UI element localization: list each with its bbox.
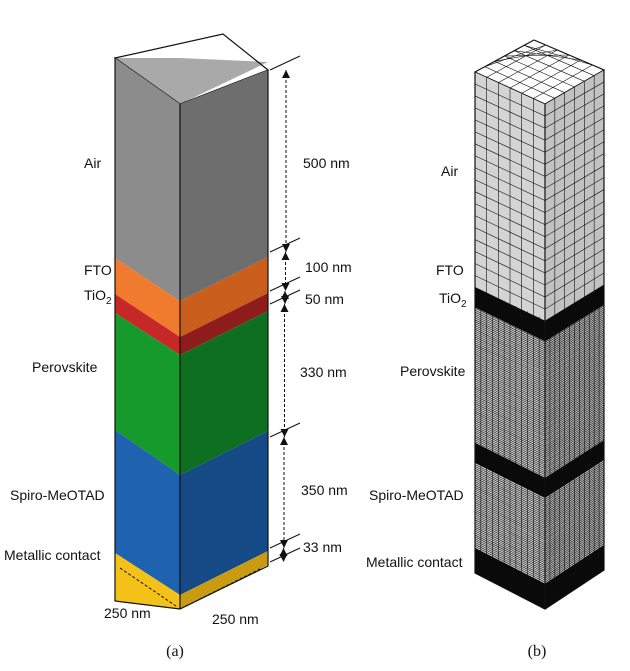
layer-front-air [115, 58, 180, 301]
dimension-arrow-down [280, 540, 288, 548]
layer-side-air [180, 70, 268, 301]
mesh-label-air: Air [441, 163, 458, 179]
dimension-arrow-up [280, 304, 289, 312]
base-depth-label: 250 nm [212, 611, 259, 627]
dimension-arrow-down [281, 296, 289, 304]
mesh-label-perovskite: Perovskite [400, 363, 466, 379]
mesh-label-fto: FTO [436, 262, 464, 278]
dimension-arrow-down [279, 554, 288, 562]
thickness-label-metallic-contact: 33 nm [303, 539, 342, 555]
base-width-label: 250 nm [104, 605, 151, 621]
layer-label-metallic-contact: Metallic contact [4, 547, 101, 563]
thickness-label-tio2: 50 nm [305, 291, 344, 307]
layer-side-spiro-meotad [180, 431, 268, 595]
layer-front-perovskite [115, 313, 180, 475]
caption-b: (b) [528, 643, 547, 660]
mesh-dense-band [475, 545, 604, 609]
dimension-arrow-down [282, 244, 290, 252]
dimension-arrow-up [282, 70, 290, 78]
layer-label-perovskite: Perovskite [32, 359, 98, 375]
thickness-label-air: 500 nm [303, 155, 350, 171]
thickness-label-perovskite: 330 nm [300, 364, 347, 380]
base-width-dimension-line [119, 567, 177, 607]
dimension-arrow-up [280, 437, 288, 445]
layer-side-tio2 [180, 293, 268, 355]
layer-front-spiro-meotad [115, 430, 180, 595]
mesh-label-tio2: TiO2 [439, 290, 467, 310]
dimension-arrow-down [280, 429, 289, 437]
dimension-arrow-up [281, 252, 290, 260]
layer-label-tio2: TiO2 [84, 287, 112, 307]
layer-label-fto: FTO [84, 262, 112, 278]
layer-label-air: Air [84, 155, 101, 171]
mesh-dense-band [475, 440, 604, 498]
layer-side-fto [180, 257, 268, 337]
mesh-label-metallic-contact: Metallic contact [366, 554, 463, 570]
mesh-dense-band [475, 285, 604, 342]
layer-front-metallic-contact [115, 553, 180, 609]
caption-a: (a) [166, 643, 184, 660]
layer-side-metallic-contact [180, 551, 268, 609]
dimension-arrow-down [281, 283, 290, 291]
base-depth-dimension-line [185, 567, 263, 607]
layer-front-tio2 [115, 294, 180, 355]
air-top-face [115, 58, 268, 104]
thickness-label-spiro-meotad: 350 nm [301, 482, 348, 498]
layer-label-spiro-meotad: Spiro-MeOTAD [10, 487, 105, 503]
layer-side-perovskite [180, 311, 268, 475]
dimension-extension-line [269, 55, 301, 71]
layer-front-fto [115, 258, 180, 337]
mesh-label-spiro-meotad: Spiro-MeOTAD [369, 487, 464, 503]
thickness-label-fto: 100 nm [305, 259, 352, 275]
